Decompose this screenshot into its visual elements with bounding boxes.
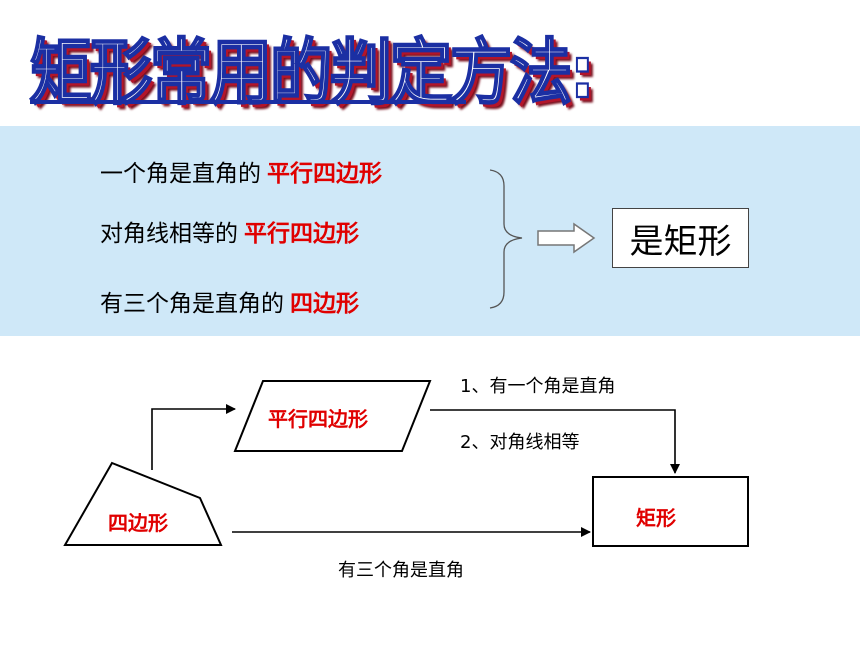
arrow-quad-to-para	[151, 404, 236, 470]
condition-2-text: 对角线相等的	[100, 221, 238, 247]
title-underline	[30, 100, 466, 104]
rectangle-label: 矩形	[636, 506, 676, 530]
condition-2-highlight: 平行四边形	[244, 221, 359, 247]
condition-1: 一个角是直角的平行四边形	[100, 154, 382, 188]
parallelogram-label: 平行四边形	[268, 407, 368, 431]
condition-2: 对角线相等的平行四边形	[100, 214, 359, 248]
rectangle-shape	[592, 476, 749, 547]
quadrilateral-shape	[63, 461, 223, 546]
flow-condition-1: 1、有一个角是直角	[460, 376, 616, 397]
condition-3-highlight: 四边形	[290, 291, 359, 317]
implies-arrow	[537, 222, 596, 254]
condition-3: 有三个角是直角的四边形	[100, 284, 359, 318]
flow-condition-2: 2、对角线相等	[460, 432, 580, 453]
brace	[489, 169, 523, 309]
flow-condition-3: 有三个角是直角	[338, 560, 464, 581]
condition-1-highlight: 平行四边形	[267, 161, 382, 187]
result-box: 是矩形	[612, 208, 749, 268]
condition-3-text: 有三个角是直角的	[100, 291, 284, 317]
arrow-para-to-rect	[430, 409, 680, 474]
condition-1-text: 一个角是直角的	[100, 161, 261, 187]
parallelogram-shape	[233, 380, 432, 452]
quadrilateral-label: 四边形	[108, 511, 168, 535]
